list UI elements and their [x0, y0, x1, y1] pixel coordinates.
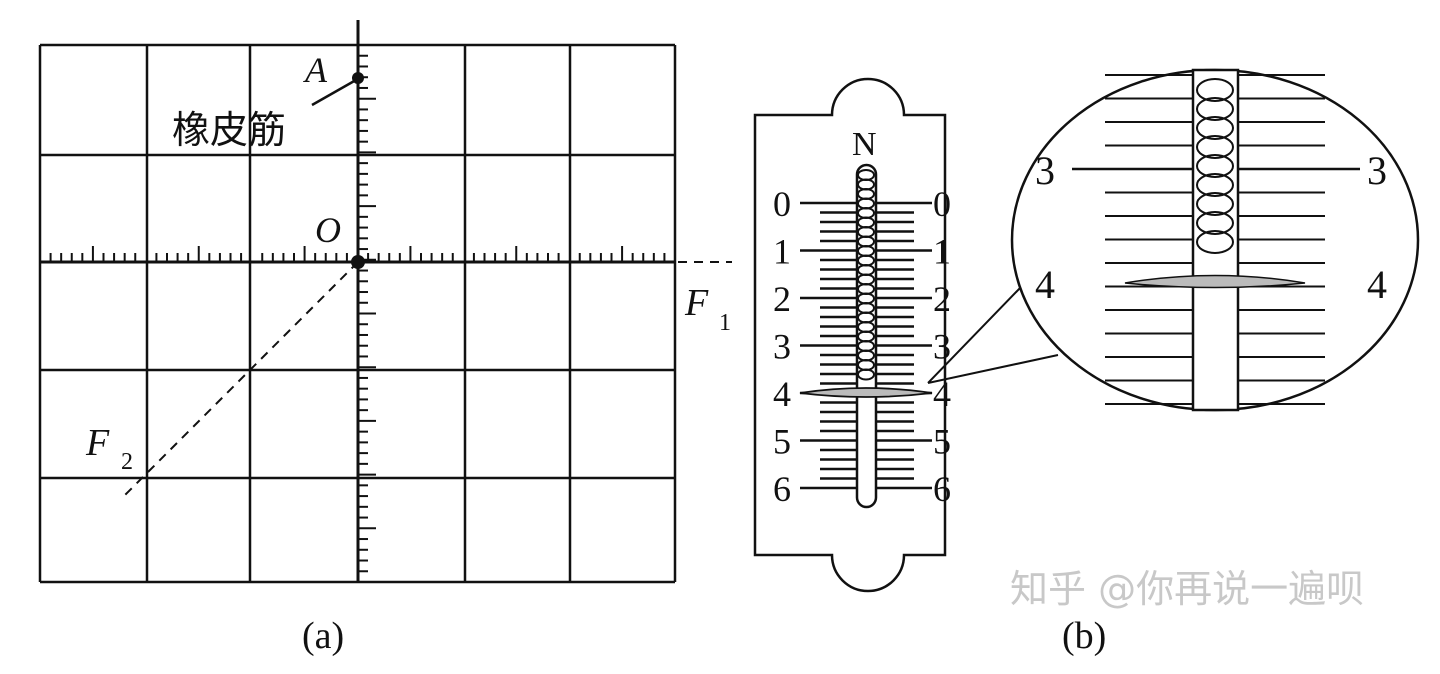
spring-icon [857, 169, 875, 381]
callout-lines [927, 287, 1059, 384]
scale-label-left: 0 [773, 184, 791, 224]
mag-spring-coil [1196, 211, 1234, 235]
scale-label-right: 2 [933, 279, 951, 319]
mag-tube [1191, 68, 1240, 412]
spring-coil [857, 368, 875, 381]
mag-pointer [1124, 274, 1306, 289]
label-f1: F [684, 282, 709, 324]
label-f2-sub: 2 [121, 449, 133, 475]
label-f2: F [85, 422, 110, 464]
magnified-scale [1072, 68, 1360, 412]
scale-label-right: 0 [933, 184, 951, 224]
mag-label-3-left: 3 [1035, 148, 1055, 193]
watermark: 知乎 @你再说一遍呗 [1010, 567, 1364, 611]
scale-label-left: 6 [773, 469, 791, 509]
mag-spring-coil [1196, 154, 1234, 178]
rubber-band-leader [311, 78, 357, 107]
scale-label-left: 4 [773, 374, 791, 414]
scale-label-left: 2 [773, 279, 791, 319]
scale-label-right: 5 [933, 422, 951, 462]
mag-label-4-right: 4 [1367, 262, 1387, 307]
scale-label-right: 1 [933, 232, 951, 272]
rubber-band-label: 橡皮筋 [172, 108, 286, 152]
mag-spring-coil [1196, 230, 1234, 254]
axes-a [40, 20, 675, 582]
scale-label-right: 6 [933, 469, 951, 509]
unit-label: N [852, 126, 877, 163]
mag-spring-coil [1196, 116, 1234, 140]
scale-label-right: 3 [933, 327, 951, 367]
balance-tube [855, 163, 878, 509]
scale-label-left: 5 [773, 422, 791, 462]
mag-label-3-right: 3 [1367, 148, 1387, 193]
point-o [351, 255, 365, 269]
label-f1-sub: 1 [719, 310, 731, 336]
mag-spring-coil [1196, 97, 1234, 121]
mag-spring-coil [1196, 173, 1234, 197]
scale-label-right: 4 [933, 374, 951, 414]
label-a: A [303, 50, 328, 90]
mag-label-4-left: 4 [1035, 262, 1055, 307]
mag-spring-coil [1196, 135, 1234, 159]
caption-a: (a) [302, 615, 344, 657]
label-o: O [315, 210, 341, 250]
f2-dashed-line [124, 261, 359, 496]
scale-label-left: 3 [773, 327, 791, 367]
mag-spring-coil [1196, 78, 1234, 102]
pointer [799, 387, 933, 398]
scale-label-left: 1 [773, 232, 791, 272]
mag-spring-coil [1196, 192, 1234, 216]
caption-b: (b) [1062, 615, 1106, 657]
